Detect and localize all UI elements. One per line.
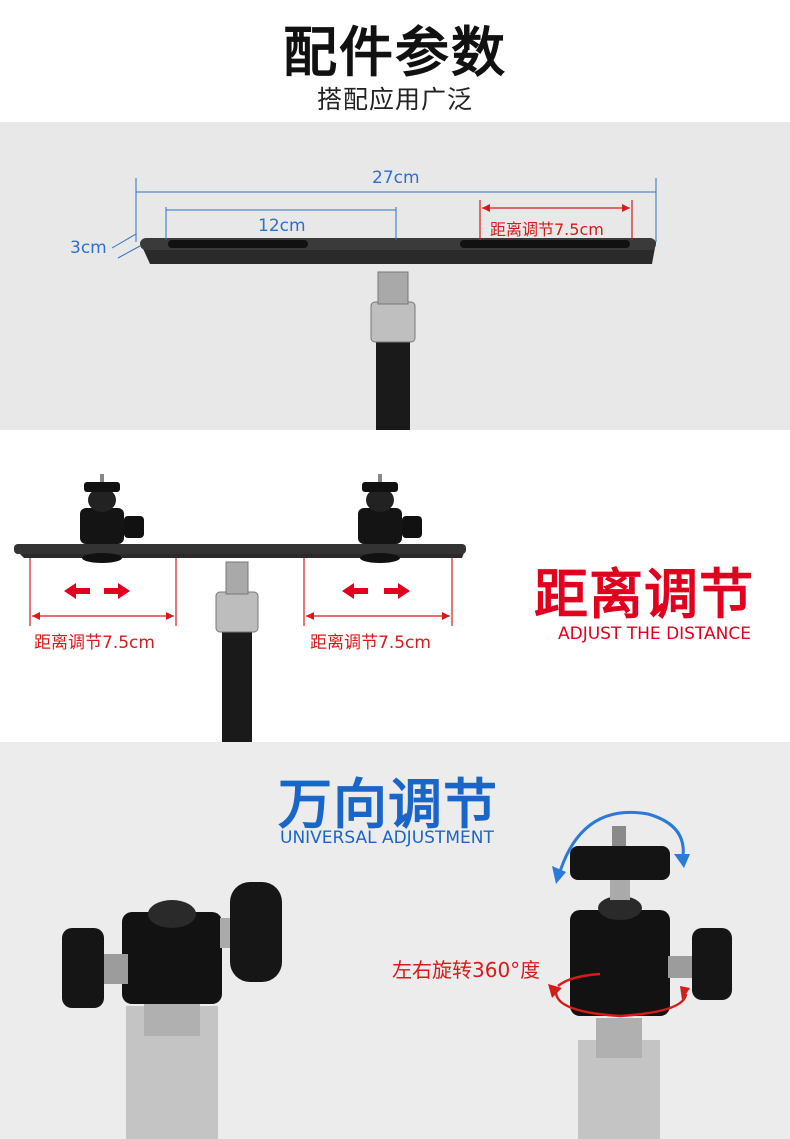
universal-heading: 万向调节 xyxy=(278,773,498,836)
adjust-range-label: 距离调节7.5cm xyxy=(490,220,604,239)
distance-heading: 距离调节 xyxy=(534,563,754,626)
right-adjust-label: 距离调节7.5cm xyxy=(310,633,431,653)
distance-section: 距离调节7.5cm 距离调节7.5cm 距离调节 ADJUST THE DIST… xyxy=(0,430,790,742)
total-width-label: 27cm xyxy=(372,168,420,188)
header: 配件参数 搭配应用广泛 xyxy=(0,0,790,122)
page-title: 配件参数 xyxy=(283,21,507,84)
distance-illustration xyxy=(14,474,466,742)
rotate-label: 左右旋转360°度 xyxy=(392,958,541,982)
left-adjust-label: 距离调节7.5cm xyxy=(34,633,155,653)
thickness-label: 3cm xyxy=(70,238,107,258)
universal-section: 万向调节 UNIVERSAL ADJUSTMENT 左右旋转360°度 xyxy=(0,742,790,1139)
distance-heading-en: ADJUST THE DISTANCE xyxy=(558,624,751,644)
slot-length-label: 12cm xyxy=(258,216,306,236)
page-subtitle: 搭配应用广泛 xyxy=(316,85,473,114)
bracket-dimension-illustration xyxy=(111,178,657,432)
ball-head-illustration xyxy=(62,810,732,1139)
dimensions-section: 27cm 12cm 3cm 距离调节7.5cm xyxy=(0,122,790,432)
universal-heading-en: UNIVERSAL ADJUSTMENT xyxy=(280,828,494,848)
